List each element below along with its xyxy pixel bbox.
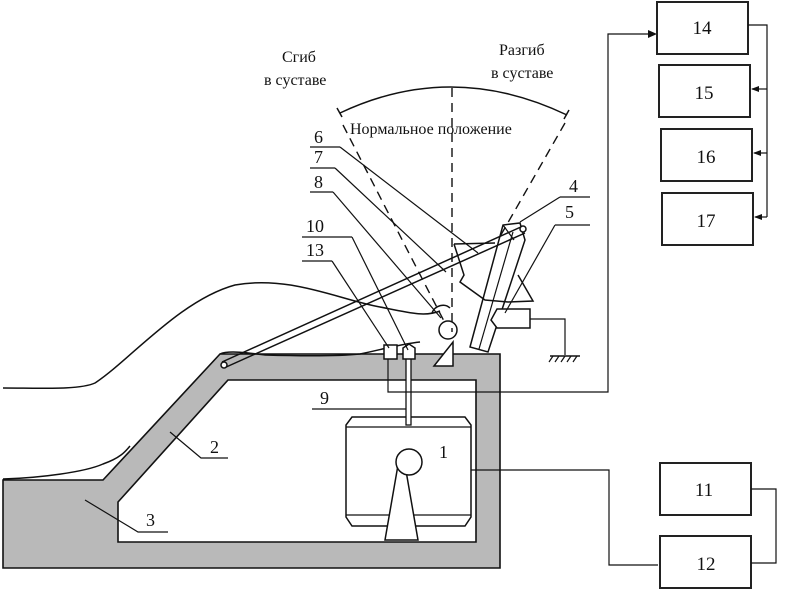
pivot-support [432,339,454,367]
caption-extension-1: Разгиб [499,42,545,59]
leader-5 [504,224,556,314]
label-3: 3 [146,510,155,530]
block-14 [656,1,749,55]
sensor-13-wire [387,33,655,393]
foot-contact [431,304,451,314]
lever-arm-4 [469,222,526,353]
knee-joint-axis [438,320,458,340]
housing-frame [2,353,501,569]
ground-wire [530,318,566,355]
block-12 [659,535,752,589]
leader-13 [331,260,390,349]
label-8: 8 [314,172,323,192]
rod-9 [405,356,412,426]
caption-flexion-1: Сгиб [282,49,316,66]
foot-plate-6 [453,242,535,303]
label-2: 2 [210,437,219,457]
arrow-to-14 [648,30,657,38]
block-16-label: 16 [697,147,716,168]
block-17-label: 17 [697,211,716,232]
block-11 [659,462,752,516]
label-13: 13 [306,240,324,260]
leader-4 [519,196,561,223]
label-5: 5 [565,202,574,222]
leader-10 [351,236,409,351]
label-1: 1 [439,442,448,462]
arc-tick-right [563,109,570,120]
caption-extension-2: в суставе [491,65,553,82]
arrow-to-16 [753,150,761,156]
ground-hatch [548,355,578,363]
block-15-label: 15 [695,83,714,104]
arrow-to-15 [751,86,759,92]
leader-2 [169,431,228,459]
range-arc [339,86,568,116]
block-12-label: 12 [697,554,716,575]
sensor-5 [490,308,531,329]
sensor-10 [402,343,416,360]
leader-7 [334,167,447,273]
leader-3 [84,499,168,533]
sensor-13 [383,344,398,360]
link-11-12 [751,488,777,564]
leg-lower-outline [2,445,131,480]
leader-6 [339,146,479,254]
block-15 [658,64,751,118]
motor-pulley [395,448,423,476]
rod-end-right [519,225,527,233]
label-7: 7 [314,147,323,167]
caption-normal-position: Нормальное положение [350,121,512,138]
flexion-dashed [342,124,447,326]
label-9: 9 [320,388,329,408]
extension-dashed [497,122,566,241]
caption-flexion-2: в суставе [264,72,326,89]
arrow-to-17 [754,214,762,220]
lever-arm-inner [478,231,514,350]
motor-to-12-wire [471,469,658,566]
rod-end-left [220,361,228,369]
block-17 [661,192,754,246]
block-14-label: 14 [693,18,713,39]
bus-14-to-15-17 [748,24,768,217]
leg-outline [2,281,441,390]
leader-8 [332,191,442,319]
label-4: 4 [569,176,578,196]
block-16 [660,128,753,182]
label-6: 6 [314,127,323,147]
block-11-label: 11 [695,480,713,501]
label-10: 10 [306,216,324,236]
arc-tick-left [336,107,343,118]
